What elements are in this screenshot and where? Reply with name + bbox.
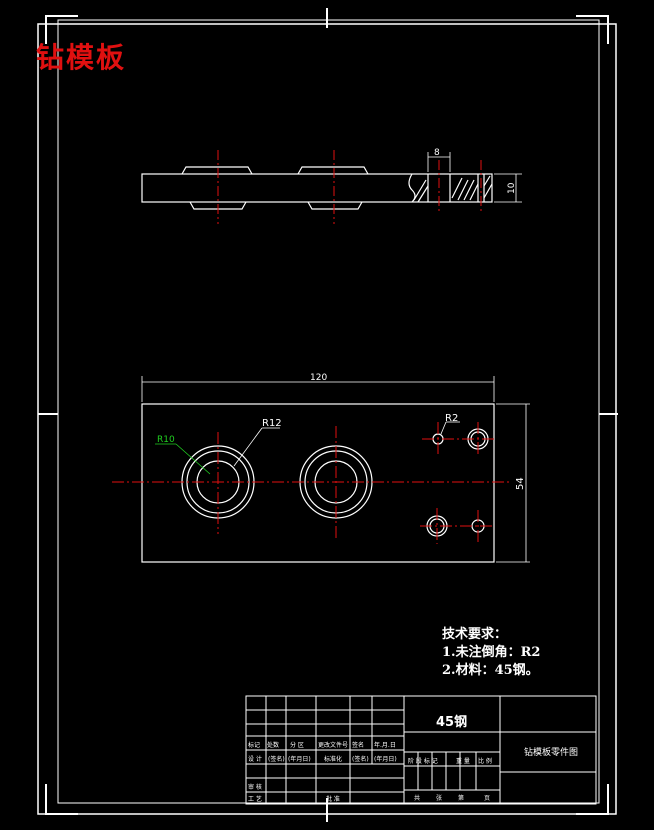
svg-text:第: 第 [458, 794, 464, 802]
svg-text:批 准: 批 准 [326, 795, 340, 803]
r10-leader-diag [175, 443, 211, 475]
title-stamp: 钻模板 [36, 41, 127, 74]
svg-text:(签名): (签名) [268, 755, 285, 763]
r12-leader [233, 427, 263, 467]
svg-text:工 艺: 工 艺 [248, 795, 262, 803]
dim-10 [494, 173, 522, 203]
svg-text:阶 段 标 记: 阶 段 标 记 [408, 757, 438, 765]
dim-10-text: 10 [507, 182, 517, 194]
r12-text: R12 [262, 418, 282, 429]
svg-text:页: 页 [484, 795, 490, 802]
svg-text:设 计: 设 计 [248, 755, 262, 763]
svg-text:分 区: 分 区 [290, 741, 304, 749]
material-text: 45钢 [436, 714, 467, 730]
svg-text:(年月日): (年月日) [374, 755, 397, 763]
front-view [141, 403, 495, 563]
svg-text:标记: 标记 [248, 741, 260, 749]
svg-text:签名: 签名 [352, 741, 364, 749]
tech-item-2: 2.材料：45钢。 [442, 663, 539, 678]
dim-120 [141, 376, 495, 402]
title-block [245, 695, 597, 805]
corner-marks [38, 8, 618, 822]
front-view-centerlines [112, 422, 510, 544]
svg-text:(年月日): (年月日) [288, 755, 311, 763]
side-view [141, 166, 493, 210]
dim-120-text: 120 [310, 373, 327, 383]
tech-heading: 技术要求： [442, 627, 508, 642]
tech-item-1: 1.未注倒角：R2 [442, 645, 541, 660]
r2-text: R2 [445, 413, 458, 424]
svg-text:年.月.日: 年.月.日 [374, 741, 396, 749]
svg-text:重 量: 重 量 [456, 757, 470, 765]
svg-text:张: 张 [436, 794, 442, 802]
inner-border [57, 19, 600, 804]
tech-requirements: 技术要求： 1.未注倒角：R2 2.材料：45钢。 [442, 626, 540, 680]
svg-text:共: 共 [414, 794, 420, 802]
dim-54-text: 54 [515, 477, 526, 490]
side-view-centerlines [217, 150, 482, 224]
svg-text:(签名): (签名) [352, 755, 369, 763]
dim-8 [427, 152, 451, 172]
svg-text:比 例: 比 例 [478, 757, 492, 765]
svg-text:处数: 处数 [267, 741, 279, 749]
svg-text:审 核: 审 核 [248, 783, 262, 791]
drawing-name-text: 钻模板零件图 [524, 746, 578, 758]
dim-8-text: 8 [434, 148, 440, 158]
dim-54 [496, 403, 530, 563]
r10-text: R10 [157, 435, 175, 445]
title-row-labels: 标记 处数 分 区 更改文件号 签名 年.月.日 设 计 (签名) (年月日) … [248, 741, 492, 803]
svg-text:更改文件号: 更改文件号 [318, 741, 348, 749]
r2-leader [440, 421, 447, 435]
svg-text:标准化: 标准化 [324, 755, 342, 763]
